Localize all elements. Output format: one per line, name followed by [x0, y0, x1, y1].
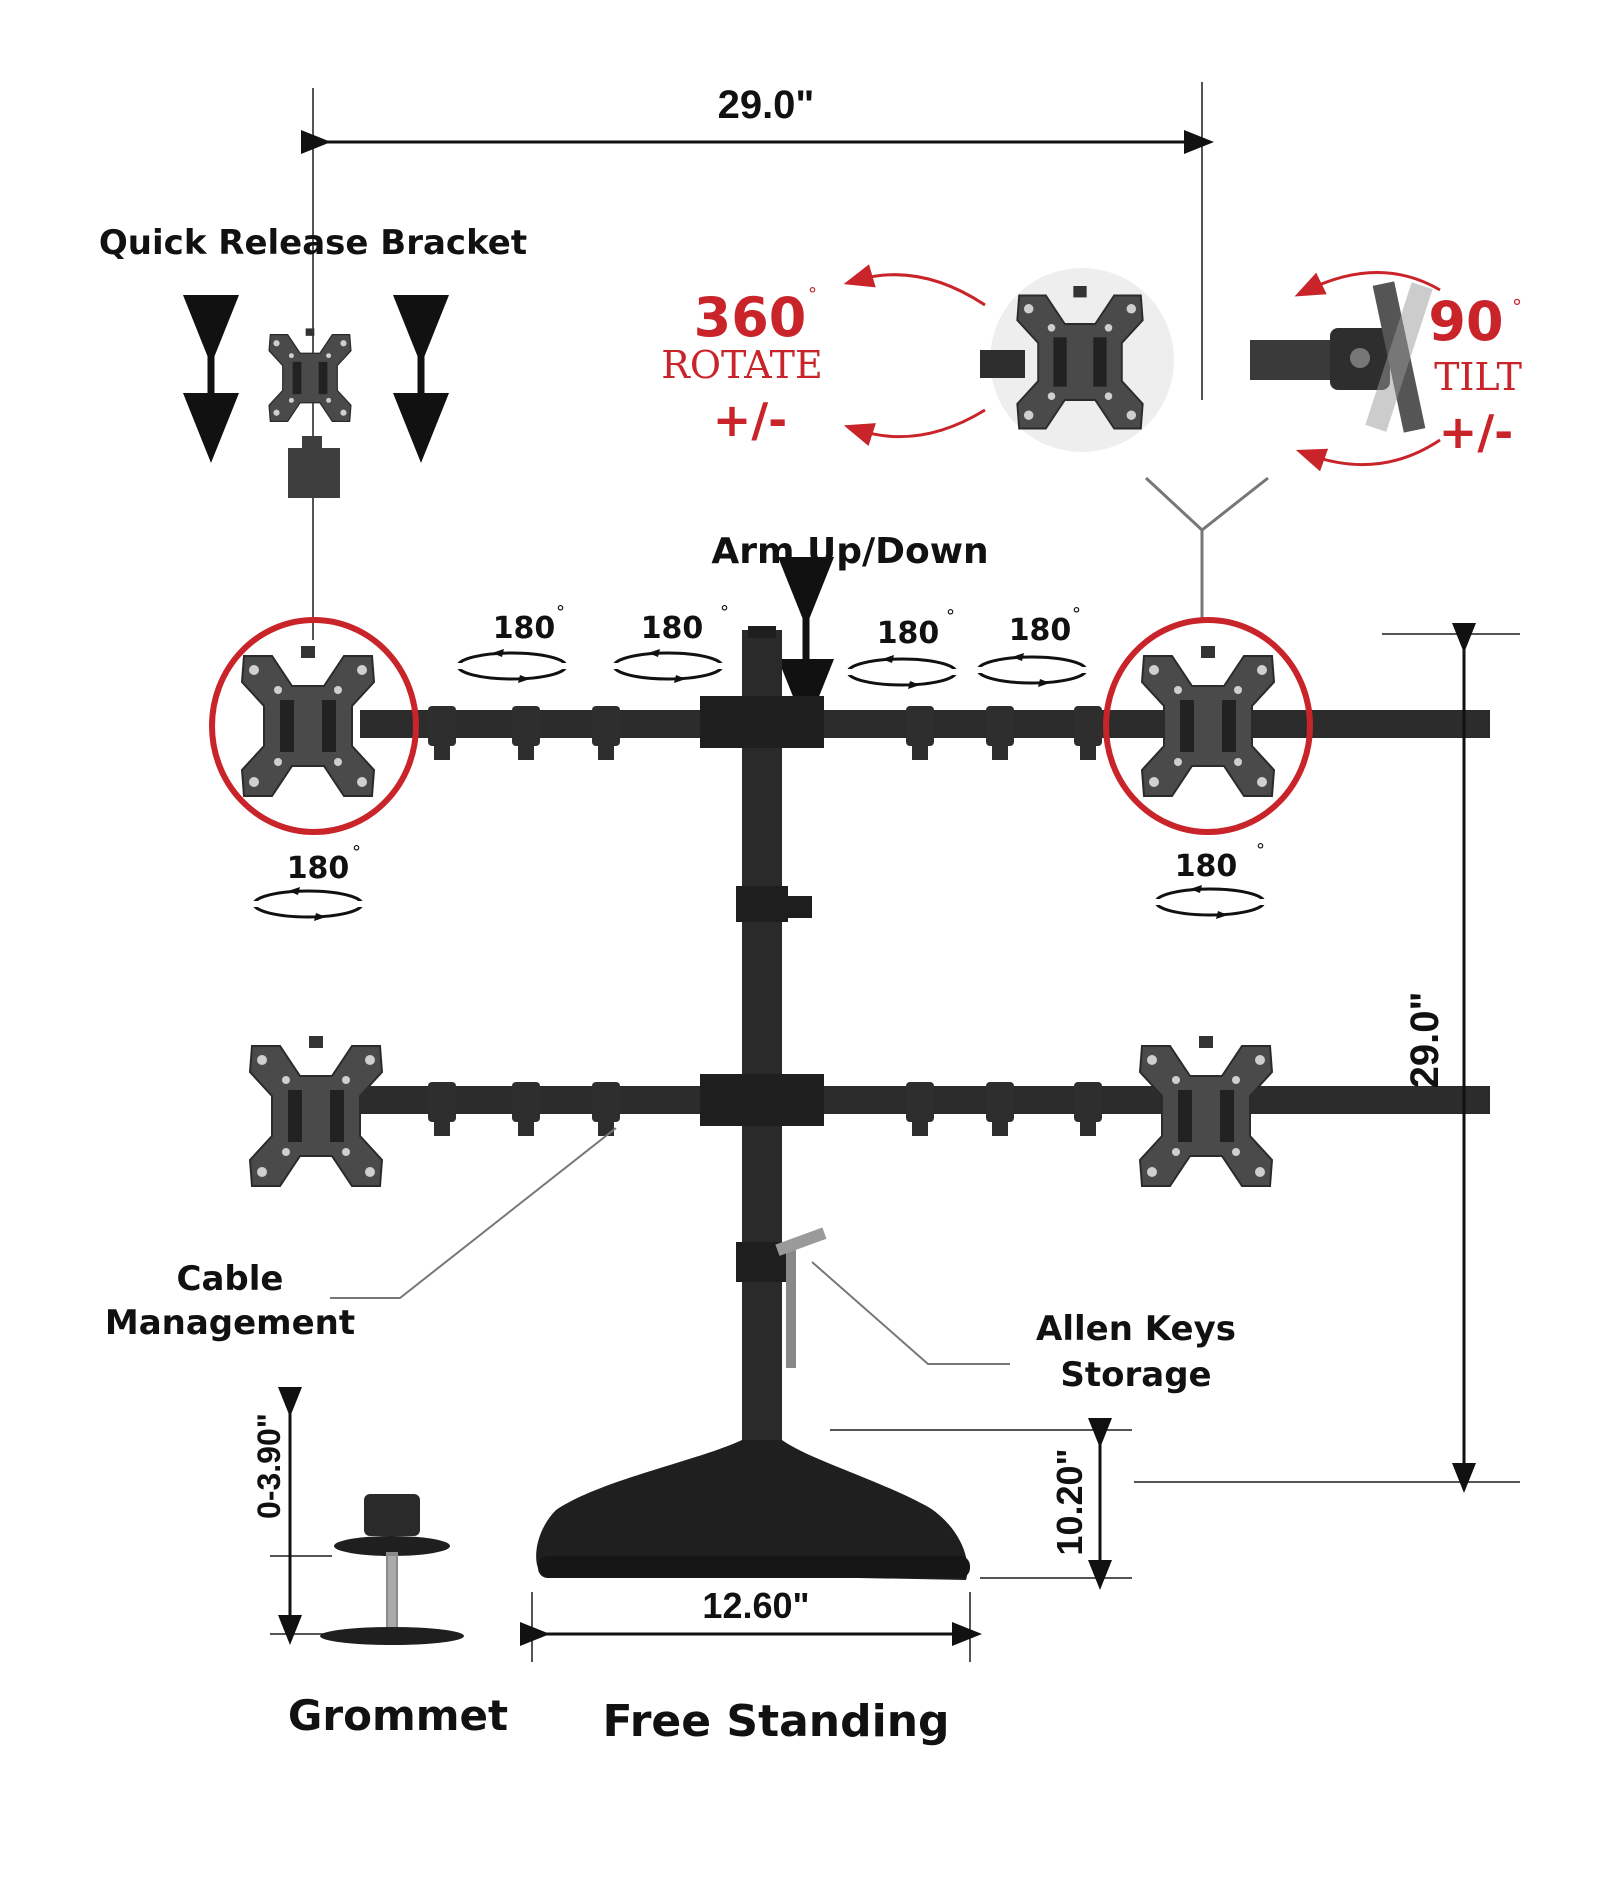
swivel-indicators: 180 180 180 180 180 180 ° ° ° ° ° ° — [248, 602, 1270, 923]
arm-up-down: Arm Up/Down — [711, 531, 989, 729]
svg-text:°: ° — [720, 602, 729, 623]
free-standing-label: Free Standing — [602, 1696, 949, 1747]
rotating-plate-icon — [980, 268, 1174, 452]
arm-up-down-label: Arm Up/Down — [711, 531, 988, 572]
allen-key-icon — [786, 1250, 796, 1368]
highlight-circle-right — [1103, 617, 1313, 835]
base-height-label: 10.20" — [1049, 1448, 1090, 1555]
rotate-degrees: 360 — [694, 286, 807, 349]
swivel-label-4: 180 — [1009, 613, 1072, 648]
quick-release-detail: Quick Release Bracket — [99, 223, 527, 498]
svg-text:°: ° — [556, 602, 565, 623]
svg-text:°: ° — [1072, 604, 1081, 625]
top-width-dimension: 29.0" — [301, 82, 1214, 640]
svg-text:°: ° — [1512, 295, 1522, 319]
grommet-icon — [320, 1494, 464, 1645]
rotate-detail: 360 ° ROTATE +/- — [661, 264, 1174, 452]
swivel-loop-head-left — [248, 885, 368, 923]
bottom-arm-assembly — [249, 1035, 1490, 1187]
swivel-loop-head-right — [1150, 883, 1270, 921]
connector-y-line — [1144, 476, 1269, 618]
base-width-label: 12.60" — [702, 1585, 809, 1626]
center-pole — [736, 626, 812, 1450]
svg-text:°: ° — [946, 606, 955, 627]
rotate-sign: +/- — [713, 393, 787, 447]
cable-label-line2: Management — [105, 1303, 355, 1343]
swivel-loop-4 — [972, 651, 1092, 689]
svg-text:°: ° — [352, 842, 361, 863]
svg-text:°: ° — [1256, 840, 1265, 861]
free-standing-base — [536, 1440, 970, 1580]
grommet-label: Grommet — [288, 1691, 508, 1740]
total-height-label: 29.0" — [1403, 992, 1447, 1089]
swivel-label-1: 180 — [493, 611, 556, 646]
allen-keys-callout: Allen Keys Storage — [775, 1227, 1236, 1395]
top-arm-assembly — [209, 617, 1490, 835]
rotate-word: ROTATE — [661, 343, 822, 387]
vesa-plate-top-left — [241, 645, 375, 797]
base-height-dimension: 10.20" — [830, 1418, 1132, 1590]
total-height-dimension: 29.0" — [1134, 623, 1520, 1493]
quick-release-clip — [288, 448, 340, 498]
swivel-loop-1 — [452, 647, 572, 685]
tilt-degrees: 90 — [1428, 290, 1503, 353]
grommet-range-label: 0-3.90" — [251, 1413, 287, 1519]
swivel-loop-3 — [842, 653, 962, 691]
tilt-word: TILT — [1434, 355, 1522, 399]
cable-label-line1: Cable — [177, 1259, 284, 1299]
swivel-loop-2 — [608, 647, 728, 685]
highlight-circle-left — [209, 617, 419, 835]
base-width-dimension: 12.60" — [520, 1585, 982, 1662]
swivel-label-head-left: 180 — [287, 851, 350, 886]
tilt-arrow-top — [1294, 271, 1441, 297]
svg-text:°: ° — [808, 284, 817, 305]
rotate-arrow-top — [843, 264, 986, 307]
top-width-label: 29.0" — [718, 83, 815, 127]
rotate-arrow-bottom — [843, 408, 986, 447]
tilt-sign: +/- — [1439, 405, 1513, 459]
allen-label-line2: Storage — [1060, 1355, 1211, 1395]
swivel-label-2: 180 — [641, 611, 704, 646]
grommet-detail: 0-3.90" Grommet — [251, 1387, 508, 1740]
allen-label-line1: Allen Keys — [1036, 1309, 1236, 1349]
tilt-detail: 90 ° TILT +/- — [1144, 271, 1522, 618]
cable-management-callout: Cable Management — [105, 1127, 617, 1343]
swivel-label-3: 180 — [877, 616, 940, 651]
quick-release-label: Quick Release Bracket — [99, 223, 527, 263]
swivel-label-head-right: 180 — [1175, 849, 1238, 884]
tilt-arrow-bottom — [1295, 438, 1441, 472]
